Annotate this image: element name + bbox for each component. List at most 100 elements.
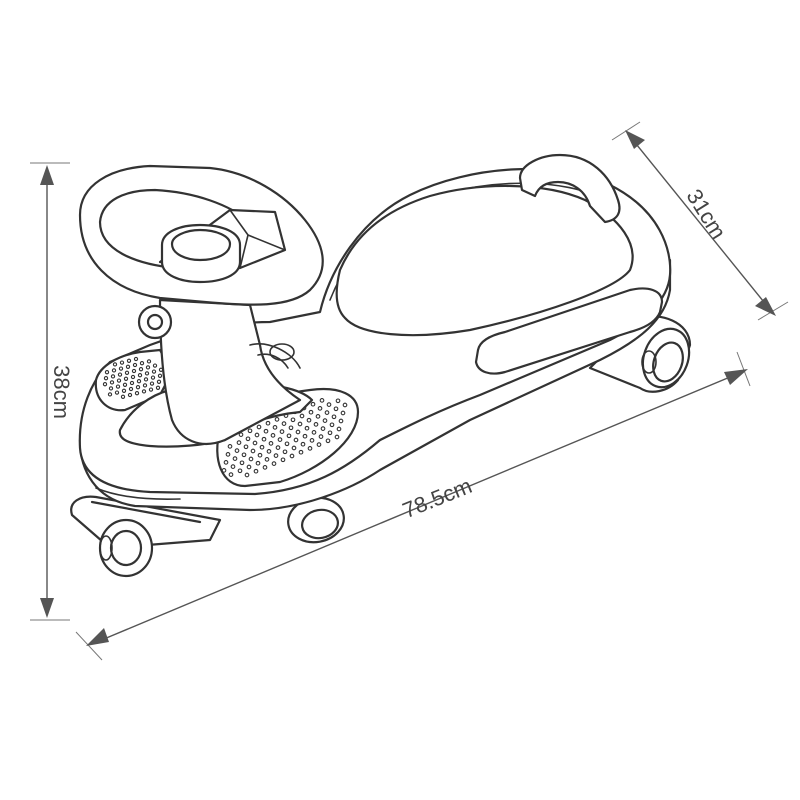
grip-dot [239,460,245,466]
grip-dot [230,464,236,469]
grip-dot [302,433,308,439]
grip-dot [150,375,156,380]
grip-dot [309,438,315,443]
grip-dot [275,445,281,450]
grip-dot [256,424,262,430]
height-dimension: 38cm [30,162,74,621]
grip-dot [104,370,110,375]
length-left-extension [75,631,103,661]
grip-dot [124,370,130,375]
grip-dot [326,402,332,407]
grip-dot [262,465,268,470]
grip-dot [128,386,134,392]
rear-wheel-left [287,496,345,544]
grip-dot [271,461,277,466]
grip-dot [141,389,147,394]
grip-dot [291,445,297,451]
height-top-arrow-icon [40,165,54,185]
grip-dot [261,436,267,442]
grip-dot [129,380,135,386]
steering-wheel [78,164,324,306]
swing-car-illustration [70,153,692,578]
grip-dot [338,418,344,424]
height-bottom-arrow-icon [40,598,54,618]
grip-dot [265,420,271,426]
grip-dot [127,392,133,398]
grip-dot [241,452,247,458]
grip-dot [236,440,242,445]
grip-dot [125,364,131,369]
grip-dot [133,356,139,362]
grip-dot [277,437,283,442]
grip-dot [126,358,132,363]
grip-dot [139,361,145,366]
length-dimension-line [91,371,743,645]
grip-dot [315,414,321,419]
grip-dot [144,371,150,376]
grip-dot [145,365,151,370]
grip-dot [334,434,340,440]
grip-dot [143,377,149,382]
grip-dot [272,425,278,430]
grip-dot [130,374,136,380]
grip-dot [300,441,306,447]
grip-dot [152,363,158,368]
length-right-extension [736,351,751,387]
grip-dot [238,432,244,437]
grip-dot [146,359,152,364]
grip-dot [151,369,157,374]
grip-dot [316,442,322,447]
grip-dot [123,376,129,381]
grip-dot [109,380,115,385]
grip-dot [132,362,138,368]
grip-dot [149,381,155,386]
grip-dot [157,373,163,378]
grip-dot [319,398,325,403]
grip-dot [333,406,339,412]
steering-column [137,298,302,445]
grip-dot [335,398,341,404]
grip-dot [111,368,117,373]
grip-dot [289,453,295,459]
grip-dot [248,456,254,462]
grip-dot [297,421,303,427]
grip-dot [119,360,125,365]
grip-dot [232,456,238,461]
grip-dot [245,436,251,442]
grip-dot [155,385,161,390]
grip-dot [279,429,285,434]
grip-dot [340,410,346,416]
grip-dot [263,428,269,434]
width-top-arrow-icon [625,130,645,149]
grip-dot [324,410,330,415]
grip-dot [266,449,272,454]
grip-dot [234,448,240,453]
grip-dot [252,440,258,446]
grip-dot [134,391,140,396]
grip-dot [281,421,287,426]
length-left-arrow-icon [86,628,109,646]
grip-dot [322,418,328,423]
grip-dot [342,402,348,408]
grip-dot [327,430,333,436]
grip-dot [107,392,113,397]
grip-dot [120,394,126,399]
grip-dot [307,446,313,451]
grip-dot [259,444,265,450]
grip-dot [225,452,231,457]
grip-dot [317,406,323,411]
grip-dot [131,368,137,374]
grip-dot [136,379,142,384]
grip-dot [138,367,144,372]
grip-dot [273,453,279,458]
grip-dot [280,457,286,463]
footrest-left-grip-dots [102,356,164,399]
grip-dot [253,468,259,474]
grip-dot [221,468,227,473]
grip-dot [115,384,121,389]
grip-dot [250,448,256,454]
grip-dot [257,452,263,458]
grip-dot [116,378,122,383]
grip-dot [223,460,229,465]
